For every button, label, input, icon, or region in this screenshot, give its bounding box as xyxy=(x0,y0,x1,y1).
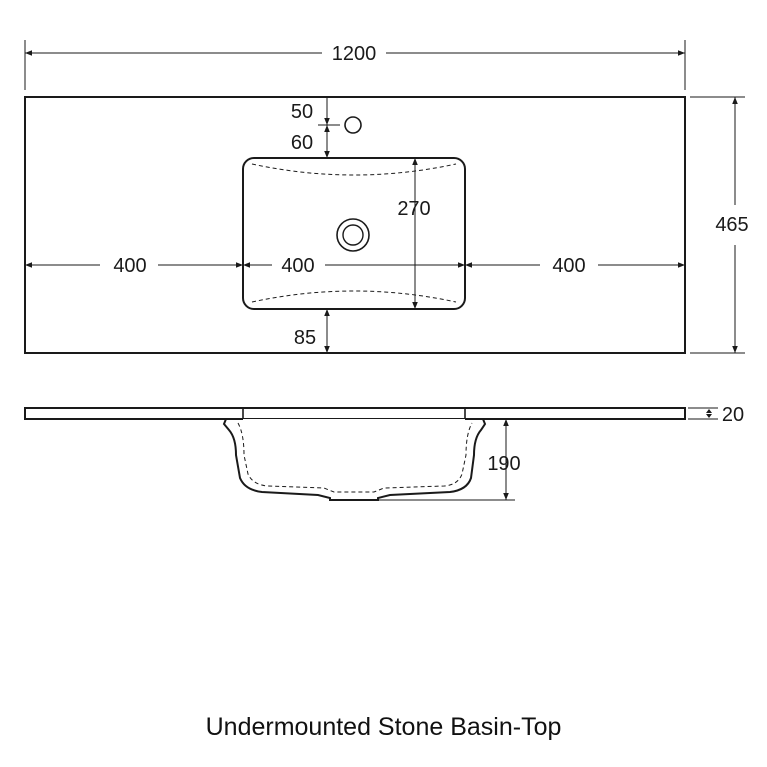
tap-offset-dimension xyxy=(318,97,340,126)
bowl-front-curve xyxy=(251,290,457,303)
section-view xyxy=(24,407,686,501)
tap-offset-label: 50 xyxy=(291,101,313,123)
countertop-section xyxy=(24,407,686,420)
plan-view xyxy=(24,96,686,354)
basin-inner-dashed xyxy=(237,422,473,493)
overall-width-label: 1200 xyxy=(332,43,377,65)
waste-outlet-inner xyxy=(342,224,364,246)
left-margin-label: 400 xyxy=(113,255,146,277)
overall-width-dimension xyxy=(24,40,686,90)
right-margin-label: 400 xyxy=(552,255,585,277)
overall-depth-label: 465 xyxy=(715,214,748,236)
basin-section-outline xyxy=(222,418,487,501)
bowl-rear-curve xyxy=(251,163,457,176)
bowl-height-dimension xyxy=(378,418,515,501)
thickness-label: 20 xyxy=(722,404,744,426)
bowl-width-label: 400 xyxy=(281,255,314,277)
waste-outlet-outer xyxy=(336,218,370,252)
bowl-height-label: 190 xyxy=(487,453,520,475)
overall-depth-dimension xyxy=(690,96,745,354)
front-margin-label: 85 xyxy=(294,327,316,349)
tap-hole xyxy=(344,116,362,134)
tap-to-bowl-label: 60 xyxy=(291,132,313,154)
thickness-dimension xyxy=(688,407,718,420)
countertop-outline xyxy=(24,96,686,354)
product-caption: Undermounted Stone Basin-Top xyxy=(205,713,562,741)
bowl-depth-label: 270 xyxy=(397,198,430,220)
bowl-outline xyxy=(242,157,466,310)
